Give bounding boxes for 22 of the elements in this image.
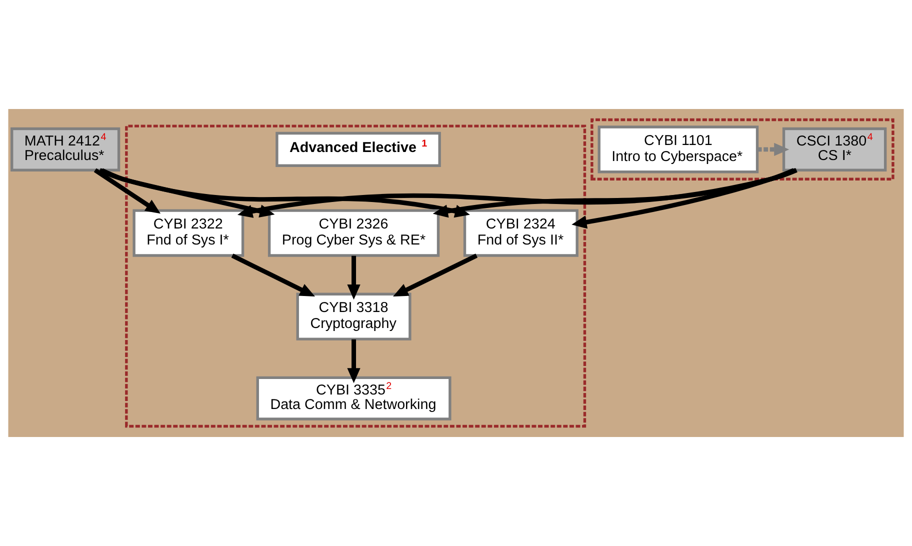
- arrow: [432, 168, 797, 218]
- node-box: CYBI 3318 Cryptography: [296, 292, 412, 340]
- node-box: CSCI 1380$^{4}$ CS I*: [782, 127, 887, 172]
- node-box: Advanced Elective $^{1}$: [276, 132, 441, 167]
- arrow: [100, 168, 275, 218]
- arrow: [98, 168, 470, 218]
- arrow: [237, 168, 798, 218]
- arrow: [94, 168, 161, 214]
- arrow: [757, 142, 790, 156]
- node-box: MATH 2412$^{4}$ Precalculus*: [10, 127, 120, 172]
- node-box: CYBI 3335$^{2}$ Data Comm & Networking: [256, 376, 452, 420]
- node-box: CYBI 2326 Prog Cyber Sys & RE*: [268, 209, 440, 257]
- arrow: [347, 256, 360, 300]
- node-box: CYBI 1101 Intro to Cyberspace*: [598, 126, 759, 174]
- cluster: [590, 118, 894, 180]
- node-box: CYBI 2322 Fnd of Sys I*: [132, 209, 244, 257]
- arrow: [572, 168, 795, 229]
- arrow: [231, 254, 316, 297]
- cluster: [125, 124, 586, 428]
- arrow: [393, 254, 478, 296]
- node-box: CYBI 2324 Fnd of Sys II*: [463, 209, 578, 257]
- arrow: [347, 339, 360, 384]
